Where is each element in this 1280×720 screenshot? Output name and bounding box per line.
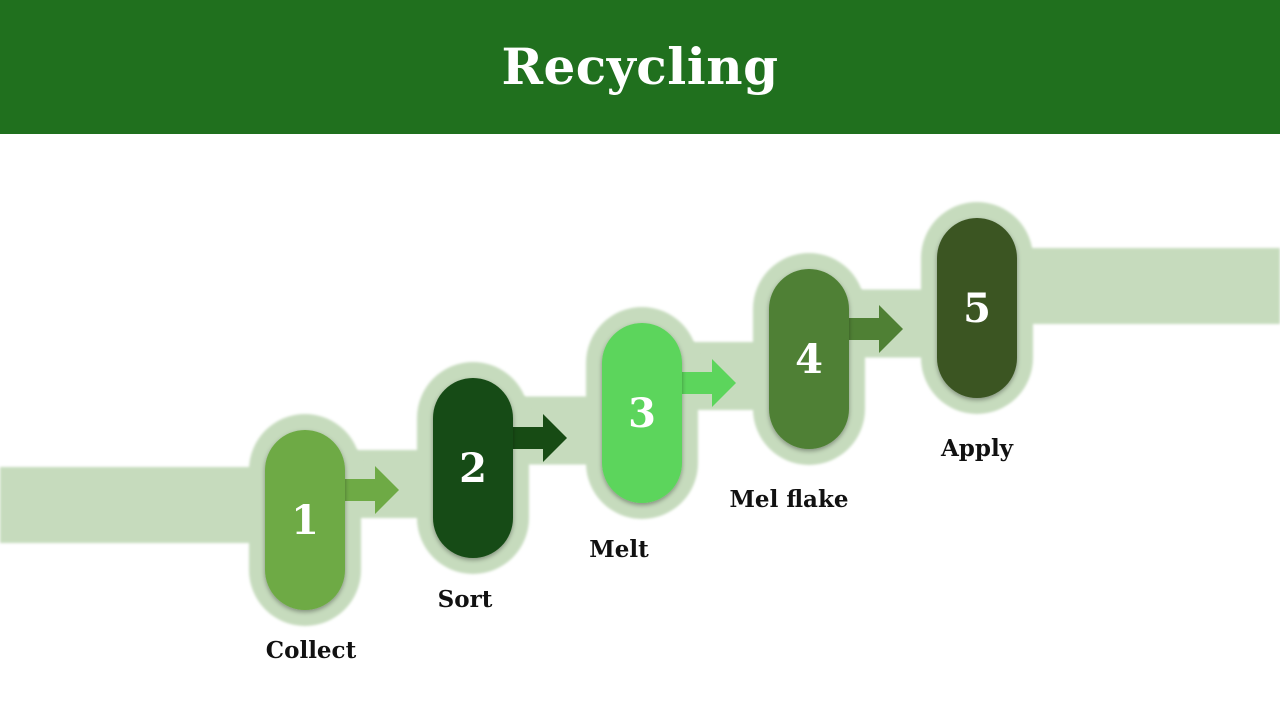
step-label: Apply — [940, 435, 1014, 462]
step-pills: 1 2 3 4 5 — [265, 218, 1017, 610]
step-number: 3 — [628, 390, 656, 437]
title-bar: Recycling — [0, 0, 1280, 134]
step-arrow — [343, 466, 399, 514]
slide-title: Recycling — [501, 37, 779, 96]
step-pill — [433, 378, 513, 558]
step-arrows — [343, 305, 903, 514]
step-pill — [265, 430, 345, 610]
step-number: 2 — [459, 445, 487, 492]
step-arrow — [511, 414, 567, 462]
step-label: Collect — [265, 637, 357, 664]
step-label: Melt — [589, 536, 649, 563]
step-number: 1 — [291, 497, 319, 544]
step-label: Sort — [437, 586, 493, 613]
step-pill — [937, 218, 1017, 398]
step-pill — [769, 269, 849, 449]
step-number: 5 — [963, 285, 991, 332]
step-pill — [602, 323, 682, 503]
step-label: Mel flake — [729, 486, 849, 513]
step-arrow — [680, 359, 736, 407]
step-arrow — [847, 305, 903, 353]
step-number: 4 — [795, 336, 823, 383]
